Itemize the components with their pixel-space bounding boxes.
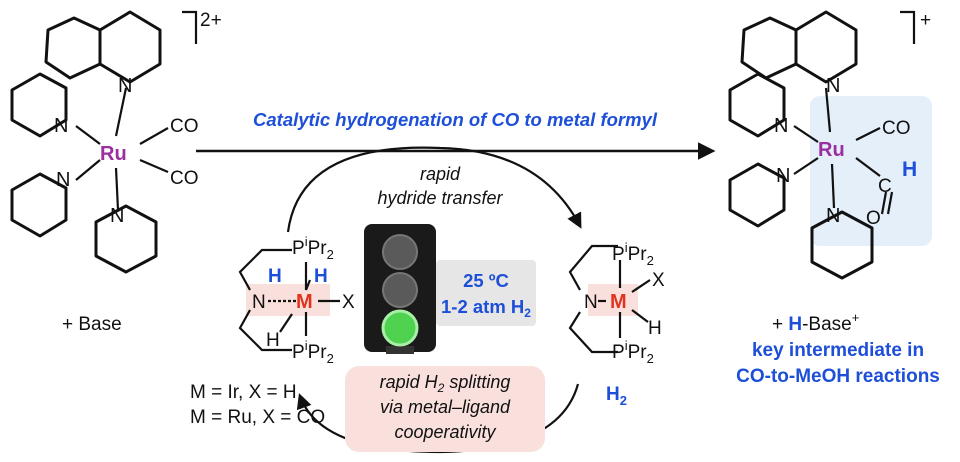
- cycle-bottom-label-line2: via metal–ligand: [380, 397, 511, 417]
- right-p-atom-bottom: PiPr2: [612, 338, 654, 366]
- product-pyridine-bottom: [810, 210, 874, 280]
- product-co-ligand: CO: [882, 118, 911, 139]
- product-charge-bracket: [900, 10, 916, 44]
- key-intermediate-line1: key intermediate in: [752, 340, 924, 361]
- left-pincer-complex: PiPr2 PiPr2 N M X H H H M = Ir, X = H M …: [190, 234, 355, 428]
- product-complex: N N N N Ru CO C H O + + H-Base+ key inte…: [728, 10, 940, 387]
- right-n-atom: N: [584, 292, 598, 313]
- pyridine-ring-left-top: [10, 72, 68, 138]
- reactant-complex: N N N N Ru CO CO 2+ + Base: [10, 10, 222, 335]
- cycle-top-label-line2: hydride transfer: [377, 188, 503, 208]
- right-n-m-highlight: [588, 284, 638, 316]
- left-metal-atom: M: [296, 291, 313, 313]
- conditions-pressure: 1-2 atm H2: [441, 296, 531, 320]
- pyridine-ring-top-right: [98, 10, 162, 84]
- product-n-atom-bottom: N: [826, 205, 840, 227]
- catalytic-cycle: rapid hydride transfer rapid H2 splittin…: [286, 146, 627, 454]
- cycle-top-label-line1: rapid: [420, 164, 461, 184]
- product-ru-atom: Ru: [818, 139, 845, 161]
- h2-reagent-label: H2: [606, 384, 627, 408]
- pyridine-ring-top-left: [44, 16, 102, 80]
- legend-ir: M = Ir, X = H: [190, 382, 297, 403]
- conditions-box: [436, 260, 536, 326]
- cycle-arrow-top: [286, 146, 582, 233]
- formyl-highlight-box: [810, 96, 932, 246]
- right-h-on-m: H: [648, 318, 662, 339]
- legend-ru: M = Ru, X = CO: [190, 407, 325, 428]
- product-pyridine-top-right: [794, 10, 858, 84]
- reactant-charge-bracket: [182, 10, 198, 44]
- right-p-atom-top: PiPr2: [612, 240, 654, 268]
- reactant-base-label: + Base: [62, 314, 122, 335]
- reactant-ru-atom: Ru: [100, 143, 127, 165]
- left-h-on-n: H: [268, 266, 282, 287]
- left-p-atom-bottom: PiPr2: [292, 338, 334, 366]
- product-formyl-h: H: [902, 158, 917, 181]
- reactant-charge: 2+: [200, 10, 222, 31]
- pyridine-ring-left-bottom: [10, 172, 68, 238]
- cycle-bottom-label-line3: cooperativity: [394, 422, 496, 442]
- cycle-bottom-label-line1: rapid H2 splitting: [380, 372, 511, 395]
- pyridine-ring-bottom: [94, 204, 158, 274]
- product-n-atom-lower: N: [776, 165, 790, 187]
- cooperativity-label-box: [345, 366, 545, 452]
- reactant-n-atom-bottom: N: [110, 205, 124, 227]
- conditions-temperature: 25 ºC: [463, 270, 509, 291]
- left-h-bottom: H: [266, 330, 280, 351]
- key-intermediate-line2: CO-to-MeOH reactions: [736, 366, 940, 387]
- left-n-atom: N: [252, 292, 266, 313]
- product-pyridine-left-top: [728, 72, 786, 138]
- product-charge: +: [920, 10, 931, 31]
- product-formyl-c: C: [878, 176, 892, 197]
- traffic-light-icon: [364, 224, 436, 354]
- product-formyl-o: O: [866, 208, 881, 229]
- main-arrow-label: Catalytic hydrogenation of CO to metal f…: [253, 109, 658, 130]
- product-n-atom-top: N: [826, 75, 840, 97]
- right-pincer-complex: PiPr2 PiPr2 N M X H: [568, 240, 665, 366]
- product-pyridine-top-left: [740, 16, 798, 80]
- product-byproduct: + H-Base+: [772, 310, 859, 335]
- left-p-atom-top: PiPr2: [292, 234, 334, 262]
- left-x-ligand: X: [342, 292, 355, 313]
- right-metal-atom: M: [610, 291, 627, 313]
- left-h-on-m: H: [314, 266, 328, 287]
- product-pyridine-left-bottom: [728, 162, 786, 228]
- reactant-n-atom-lower: N: [56, 169, 70, 191]
- reactant-co-ligand-a: CO: [170, 116, 199, 137]
- right-x-ligand: X: [652, 270, 665, 291]
- product-n-atom-left: N: [774, 115, 788, 137]
- reactant-n-atom-top: N: [118, 75, 132, 97]
- reactant-n-atom-left: N: [54, 115, 68, 137]
- reactant-co-ligand-b: CO: [170, 168, 199, 189]
